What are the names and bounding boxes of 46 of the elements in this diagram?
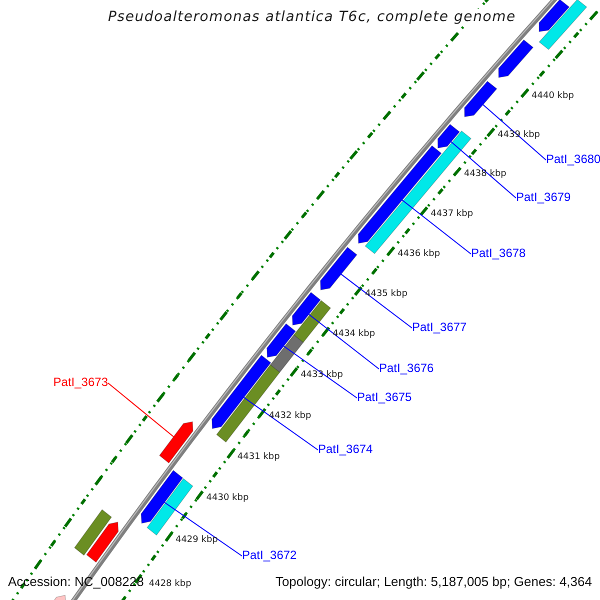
genome-title: Pseudoalteromonas atlantica T6c, complete genome (108, 9, 516, 26)
gene-feature (159, 421, 194, 464)
leader-line (340, 274, 412, 328)
gene-feature (146, 478, 194, 536)
gene-feature (538, 0, 588, 50)
gene-feature (140, 470, 184, 524)
tick-label: 4438 kbp (464, 169, 506, 180)
gene-feature (292, 292, 321, 326)
gene-label: PatI_3679 (516, 191, 571, 205)
tick-label: 4430 kbp (206, 492, 249, 504)
tick-label: 4440 kbp (532, 90, 574, 102)
tick-label: 4431 kbp (237, 452, 280, 462)
gene-label: PatI_3677 (412, 321, 467, 335)
gene-label: PatI_3680 (546, 153, 600, 167)
leader-line (450, 141, 516, 198)
gene-feature (498, 39, 534, 78)
tick-label: 4428 kbp (148, 579, 192, 590)
gene-label: PatI_3675 (357, 391, 412, 405)
leader-line (164, 502, 242, 556)
gene-feature (464, 80, 498, 118)
tick-label: 4433 kbp (300, 370, 343, 380)
gene-feature (74, 509, 112, 556)
gene-feature (86, 522, 119, 563)
tick-label: 4436 kbp (398, 248, 440, 260)
leader-line (283, 346, 358, 398)
gene-feature (437, 124, 460, 148)
gene-label: PatI_3673 (53, 376, 108, 390)
gene-label: PatI_3672 (242, 549, 297, 563)
tick-label: 4435 kbp (365, 288, 408, 300)
leader-line (402, 200, 472, 254)
tick-label: 4437 kbp (430, 208, 474, 220)
leader-line (308, 314, 380, 370)
tick-label: 4434 kbp (332, 329, 376, 340)
gene-feature (266, 323, 296, 358)
leader-line (482, 104, 546, 160)
gene-feature (538, 0, 570, 32)
gene-feature (293, 300, 332, 343)
leader-line (243, 396, 318, 450)
tick-label: 4429 kbp (175, 534, 218, 545)
tick-label: 4432 kbp (268, 410, 312, 421)
gene-label: PatI_3674 (318, 443, 373, 457)
gene-feature (320, 246, 358, 290)
gene-label: PatI_3676 (379, 362, 434, 376)
gene-label: PatI_3678 (471, 247, 526, 261)
leader-line (108, 382, 174, 438)
genome-info-text: Topology: circular; Length: 5,187,005 bp; Genes: 4,364 (275, 575, 592, 590)
